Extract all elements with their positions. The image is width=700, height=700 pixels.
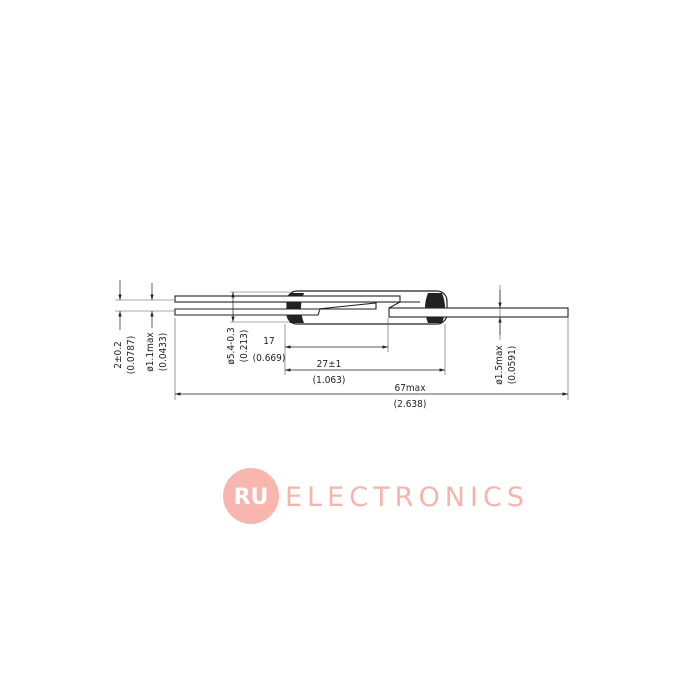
svg-text:(0.213): (0.213) (239, 330, 250, 363)
ru-electronics-logo: RU ELECTRONICS (223, 468, 525, 524)
dimension-lines (118, 280, 568, 396)
left-lead-diameter-label: ø1.1max (0.0433) (145, 332, 169, 372)
extension-lines (115, 285, 569, 400)
upper-lead (174, 295, 401, 303)
right-lead (388, 307, 569, 318)
svg-text:ø1.1max: ø1.1max (145, 332, 156, 372)
svg-text:ø1.5max: ø1.5max (494, 345, 505, 385)
body-length-inch: (1.063) (313, 375, 346, 386)
body-diameter-label: ø5.4-0.3 (0.213) (226, 327, 250, 364)
svg-text:(0.0591): (0.0591) (507, 346, 518, 385)
logo-badge (223, 468, 279, 524)
svg-text:ø5.4-0.3: ø5.4-0.3 (226, 327, 237, 364)
total-length-mm: 67max (394, 383, 426, 394)
body-length-mm: 27±1 (317, 359, 342, 370)
right-lead-diameter-label: ø1.5max (0.0591) (494, 345, 518, 385)
contact-length-inch: (0.669) (253, 353, 286, 364)
svg-text:RU: RU (234, 485, 269, 510)
contact-length-mm: 17 (263, 336, 274, 347)
svg-text:(0.0433): (0.0433) (158, 333, 169, 372)
svg-text:2±0.2: 2±0.2 (113, 341, 124, 369)
lower-lead (174, 302, 377, 316)
leads (174, 295, 569, 318)
total-length-inch: (2.638) (394, 399, 427, 410)
gap-label: 2±0.2 (0.0787) (113, 336, 137, 375)
svg-text:ELECTRONICS: ELECTRONICS (285, 482, 525, 513)
svg-text:(0.0787): (0.0787) (126, 336, 137, 375)
